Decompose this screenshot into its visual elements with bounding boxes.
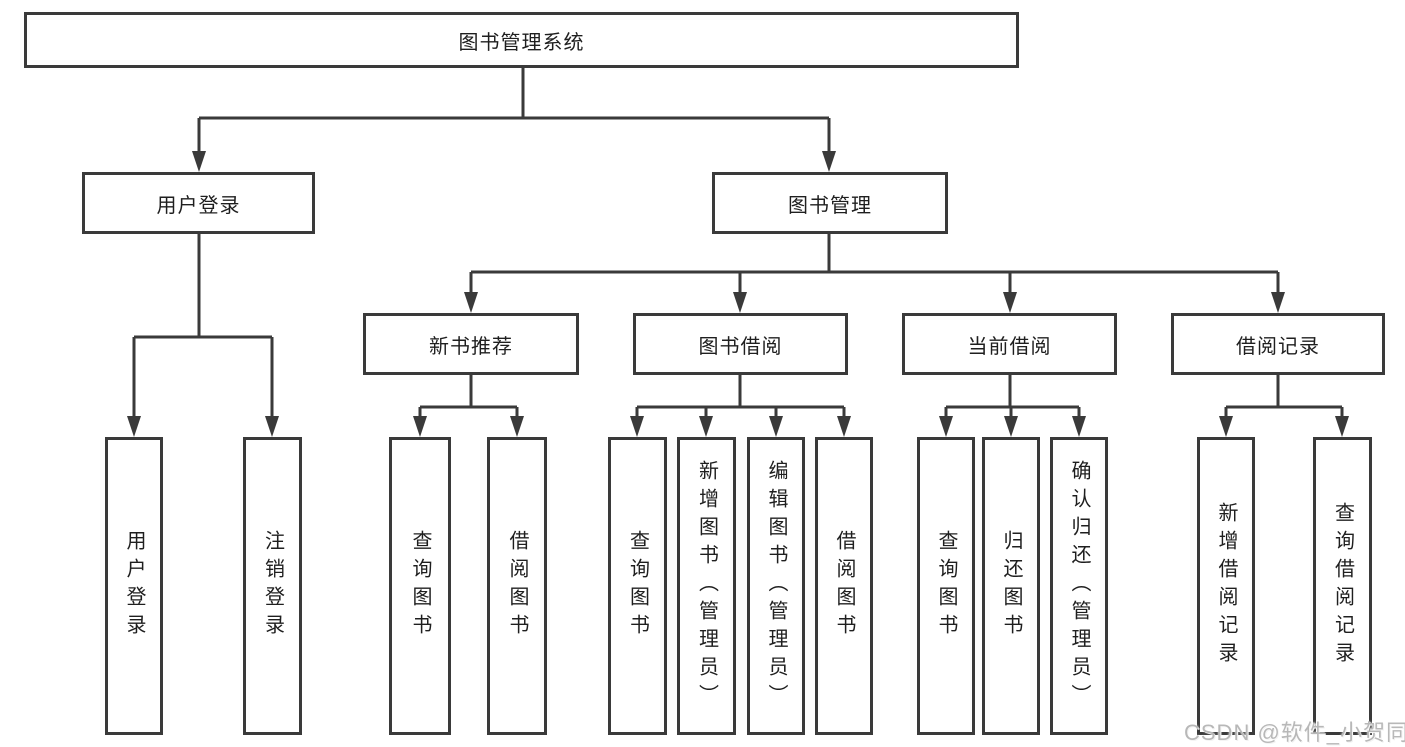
node-current-borrowing: 当前借阅 (902, 313, 1117, 375)
leaf-add-book-admin-label: 新增图书（管理员） (695, 460, 718, 712)
leaf-query-borrow-record-label: 查询借阅记录 (1331, 502, 1354, 670)
node-book-management: 图书管理 (712, 172, 948, 234)
arrow-down-icon (1072, 416, 1086, 437)
leaf-add-borrow-record-label: 新增借阅记录 (1215, 502, 1237, 670)
leaf-borrow-books-recommend: 借阅图书 (487, 437, 547, 735)
leaf-query-books-recommend: 查询图书 (389, 437, 451, 735)
leaf-confirm-return-admin-label: 确认归还（管理员） (1068, 460, 1090, 712)
leaf-logout: 注销登录 (243, 437, 302, 735)
arrow-down-icon (510, 416, 524, 437)
arrow-down-icon (733, 292, 747, 313)
leaf-user-login: 用户登录 (105, 437, 163, 735)
leaf-query-borrow-record: 查询借阅记录 (1313, 437, 1372, 735)
leaf-confirm-return-admin: 确认归还（管理员） (1050, 437, 1108, 735)
arrow-down-icon (1003, 292, 1017, 313)
leaf-return-books-label: 归还图书 (1000, 530, 1022, 642)
arrow-down-icon (1219, 416, 1233, 437)
arrow-down-icon (1271, 292, 1285, 313)
node-user-login: 用户登录 (82, 172, 315, 234)
csdn-watermark: CSDN @软件_小贺同学 (1184, 720, 1405, 745)
leaf-query-books-borrowing: 查询图书 (608, 437, 667, 735)
arrow-down-icon (464, 292, 478, 313)
arrowhead-icons (127, 151, 1349, 437)
leaf-borrow-books-recommend-label: 借阅图书 (506, 530, 528, 642)
arrow-down-icon (822, 151, 836, 172)
arrow-down-icon (127, 416, 141, 437)
arrow-down-icon (192, 151, 206, 172)
arrow-down-icon (630, 416, 644, 437)
arrow-down-icon (413, 416, 427, 437)
node-borrowing-records-label: 借阅记录 (1236, 335, 1320, 358)
leaf-add-borrow-record: 新增借阅记录 (1197, 437, 1255, 735)
leaf-borrow-books-borrowing-label: 借阅图书 (833, 530, 855, 642)
node-book-management-label: 图书管理 (788, 194, 872, 217)
leaf-edit-book-admin: 编辑图书（管理员） (747, 437, 805, 735)
arrow-down-icon (1004, 416, 1018, 437)
node-book-borrowing-label: 图书借阅 (698, 335, 783, 358)
leaf-user-login-label: 用户登录 (123, 530, 145, 642)
root-node: 图书管理系统 (24, 12, 1019, 68)
leaf-query-books-recommend-label: 查询图书 (409, 530, 431, 642)
arrow-down-icon (265, 416, 279, 437)
arrow-down-icon (939, 416, 953, 437)
node-current-borrowing-label: 当前借阅 (967, 335, 1052, 358)
node-user-login-label: 用户登录 (156, 194, 241, 217)
leaf-add-book-admin: 新增图书（管理员） (677, 437, 736, 735)
leaf-logout-label: 注销登录 (261, 530, 284, 642)
arrow-down-icon (699, 416, 713, 437)
leaf-query-books-current-label: 查询图书 (935, 530, 957, 642)
leaf-query-books-borrowing-label: 查询图书 (626, 530, 649, 642)
leaf-return-books: 归还图书 (982, 437, 1040, 735)
leaf-query-books-current: 查询图书 (917, 437, 975, 735)
node-book-borrowing: 图书借阅 (633, 313, 848, 375)
leaf-edit-book-admin-label: 编辑图书（管理员） (765, 460, 787, 712)
node-new-book-recommendation-label: 新书推荐 (429, 335, 513, 358)
leaf-borrow-books-borrowing: 借阅图书 (815, 437, 873, 735)
node-new-book-recommendation: 新书推荐 (363, 313, 579, 375)
arrow-down-icon (769, 416, 783, 437)
arrow-down-icon (1335, 416, 1349, 437)
node-borrowing-records: 借阅记录 (1171, 313, 1385, 375)
arrow-down-icon (837, 416, 851, 437)
root-node-label: 图书管理系统 (458, 31, 585, 54)
